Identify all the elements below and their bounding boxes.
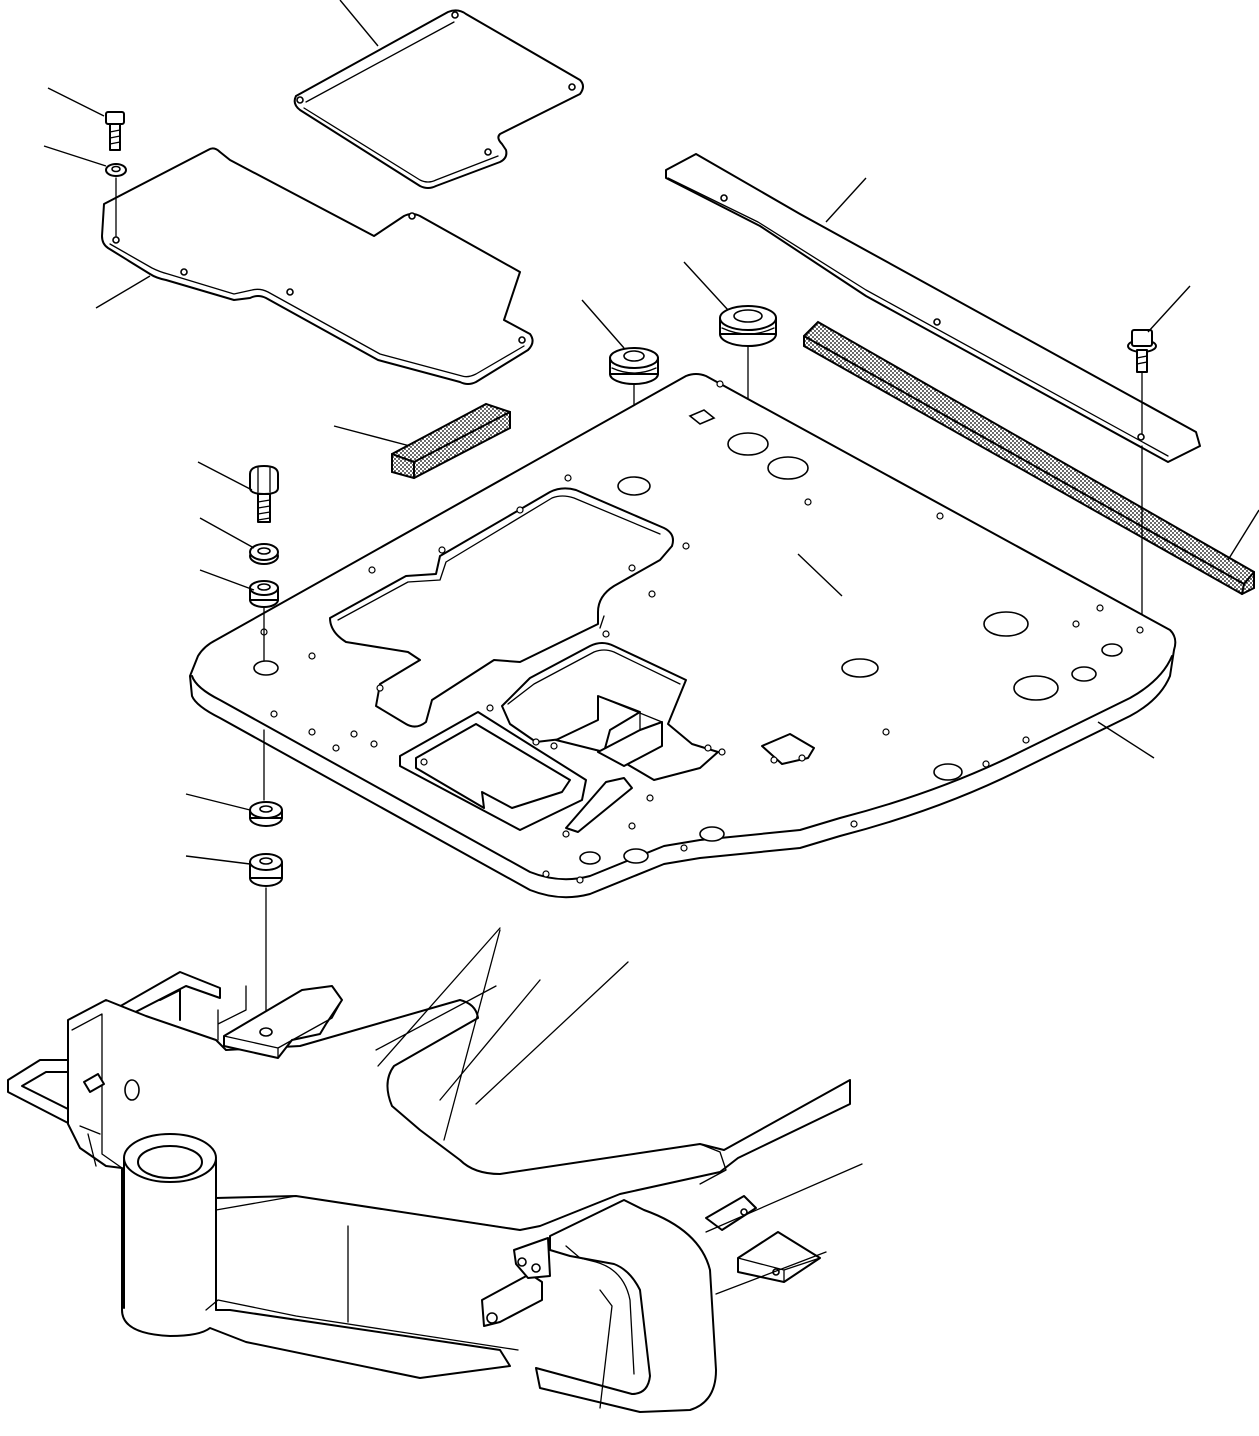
mount-washer	[249, 801, 283, 827]
rubber-mount-lower	[249, 853, 283, 887]
leader-floor-plate	[1097, 721, 1155, 759]
leader-grommet-3	[797, 553, 843, 597]
mount-washer	[249, 543, 279, 565]
mount-bolt	[249, 465, 279, 523]
floor-plate	[189, 373, 1177, 899]
leader-mount-bolt	[197, 461, 253, 491]
leader-rubber-mount-lower	[185, 855, 251, 865]
leader-washer-small	[43, 145, 107, 167]
grommet	[609, 347, 659, 385]
leader-grommet-2	[683, 261, 729, 311]
washer-small	[105, 163, 127, 177]
leader-strip-plate	[825, 177, 867, 223]
floor-mat	[101, 147, 534, 385]
leader-grommet-1	[581, 299, 625, 349]
bolt-small	[105, 111, 125, 151]
bolt-flange	[1127, 329, 1157, 373]
strip-plate	[665, 153, 1201, 463]
rubber-mount-upper	[249, 580, 279, 608]
leader-sound-pad-small	[333, 425, 411, 447]
leader-bolt-small	[47, 87, 105, 117]
leader-lines	[43, 0, 1259, 865]
grommet	[719, 305, 777, 347]
leader-sound-pad-long	[1227, 509, 1259, 561]
leader-bolt-flange	[1147, 285, 1191, 333]
leader-cover-plate	[339, 0, 379, 47]
leader-rubber-mount-upper	[199, 569, 255, 591]
leader-mount-washer-lower	[185, 793, 251, 811]
leader-floor-mat	[95, 275, 151, 309]
leader-mount-washer	[199, 517, 255, 549]
sound-pad-small	[391, 402, 511, 480]
frame	[7, 927, 863, 1413]
cover-plate	[293, 9, 584, 189]
